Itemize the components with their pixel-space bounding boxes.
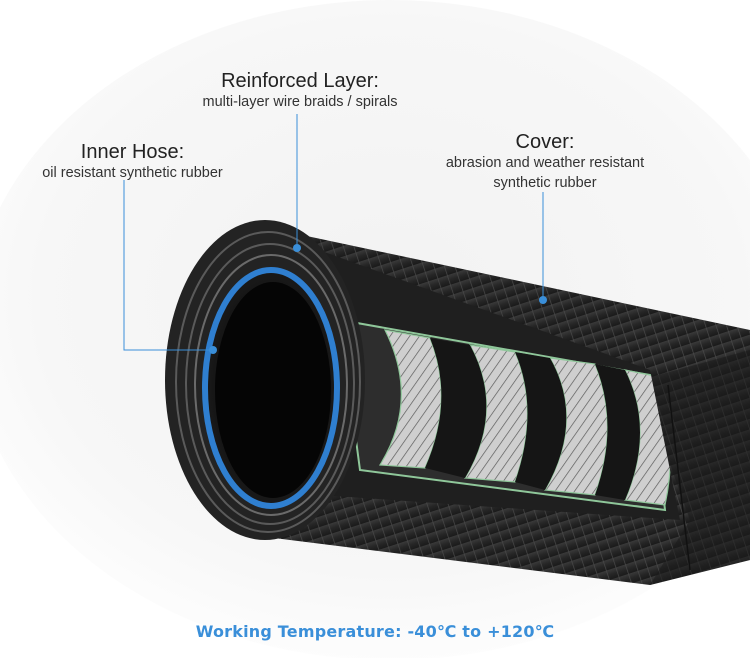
reinforced-layer-label: Reinforced Layer: multi-layer wire braid… [160,70,440,112]
hose-end-layer-1 [194,254,348,516]
cutaway-section [305,245,680,520]
callout-inner [123,180,217,354]
inner-hose-label: Inner Hose: oil resistant synthetic rubb… [0,141,265,183]
cover-seam [667,384,691,571]
inner-hose-desc: oil resistant synthetic rubber [42,165,223,181]
working-temperature: Working Temperature: -40℃ to +120℃ [195,622,555,641]
inner-hose-title: Inner Hose: [80,141,185,163]
callout-cover [539,192,547,304]
callout-reinforced [293,114,301,252]
cover-label: Cover: abrasion and weather resistant sy… [420,131,670,193]
cover-desc-line2: synthetic rubber [493,175,597,191]
cover-desc-line1: abrasion and weather resistant [445,155,645,171]
hose-end-layer-2 [185,243,355,525]
hose-cover-shadow [640,350,750,585]
reinforced-layer-desc: multi-layer wire braids / spirals [202,94,398,110]
hose-end-layer-3 [175,231,361,533]
reinforced-layer-title: Reinforced Layer: [221,70,379,92]
cover-title: Cover: [515,131,575,153]
inner-hose-bore [215,282,331,498]
